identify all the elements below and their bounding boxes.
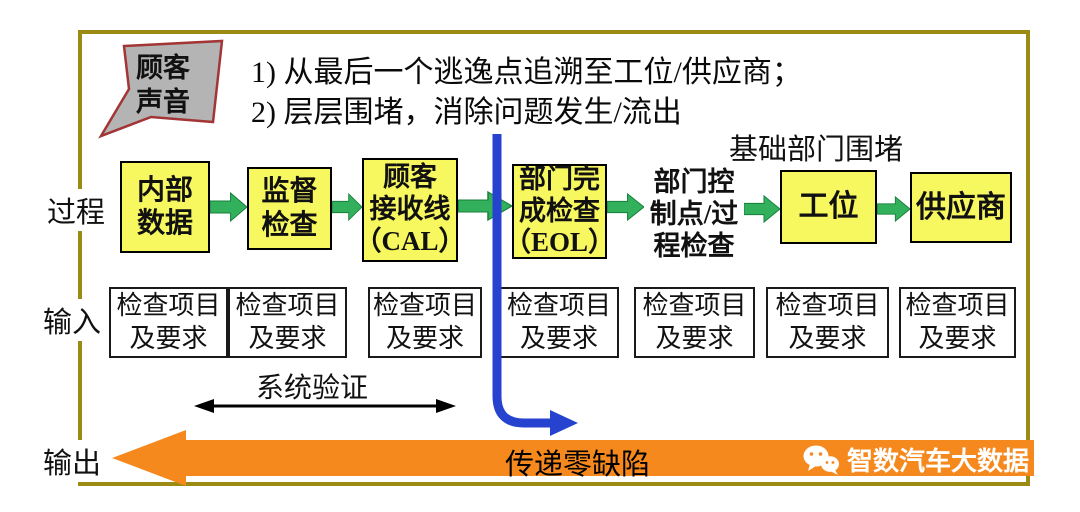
process-step-control-point: 部门控 制点/过 程检查 xyxy=(649,167,739,261)
wechat-icon xyxy=(803,445,839,475)
flow-arrow-icon xyxy=(744,195,780,223)
process-step-workstation: 工位 xyxy=(780,170,877,244)
watermark: 智数汽车大数据 xyxy=(802,441,1029,478)
process-step-internal-data: 内部 数据 xyxy=(120,161,210,253)
banner-arrow-icon xyxy=(98,39,224,139)
row-label-output: 输出 xyxy=(40,440,105,482)
zero-defect-label: 传递零缺陷 xyxy=(505,449,651,481)
row-label-process: 过程 xyxy=(44,189,109,231)
watermark-text: 智数汽车大数据 xyxy=(847,446,1030,476)
input-requirement-box: 检查项目 及要求 xyxy=(766,287,889,358)
note-line-1: 1) 从最后一个逃逸点追溯至工位/供应商； xyxy=(251,56,802,89)
input-requirement-box: 检查项目 及要求 xyxy=(499,287,619,358)
zero-defect-arrow-icon xyxy=(112,430,1034,486)
input-requirement-box: 检查项目 及要求 xyxy=(228,287,347,358)
process-step-customer-acceptance-line: 顾客 接收线 （CAL） xyxy=(355,158,466,262)
process-step-supplier: 供应商 xyxy=(910,172,1012,243)
input-requirement-box: 检查项目 及要求 xyxy=(368,287,482,358)
row-label-input: 输入 xyxy=(40,299,105,341)
flow-arrow-icon xyxy=(458,191,512,221)
flow-arrow-icon xyxy=(607,193,644,221)
input-requirement-box: 检查项目 及要求 xyxy=(109,287,228,358)
process-step-eol-check: 部门完 成检查 （EOL） xyxy=(503,163,616,259)
system-verification-label: 系统验证 xyxy=(256,373,369,404)
flow-arrow-icon xyxy=(877,196,910,222)
note-line-2: 2) 层层围堵，消除问题发生/流出 xyxy=(251,96,682,129)
voice-of-customer-label: 顾客 声音 xyxy=(136,53,190,117)
flow-arrow-icon xyxy=(210,192,247,222)
process-step-supervision-check: 监督 检查 xyxy=(247,167,332,250)
base-containment-label: 基础部门围堵 xyxy=(729,134,904,166)
flow-arrow-icon xyxy=(332,193,362,221)
input-requirement-box: 检查项目 及要求 xyxy=(899,287,1016,358)
input-requirement-box: 检查项目 及要求 xyxy=(634,287,755,358)
